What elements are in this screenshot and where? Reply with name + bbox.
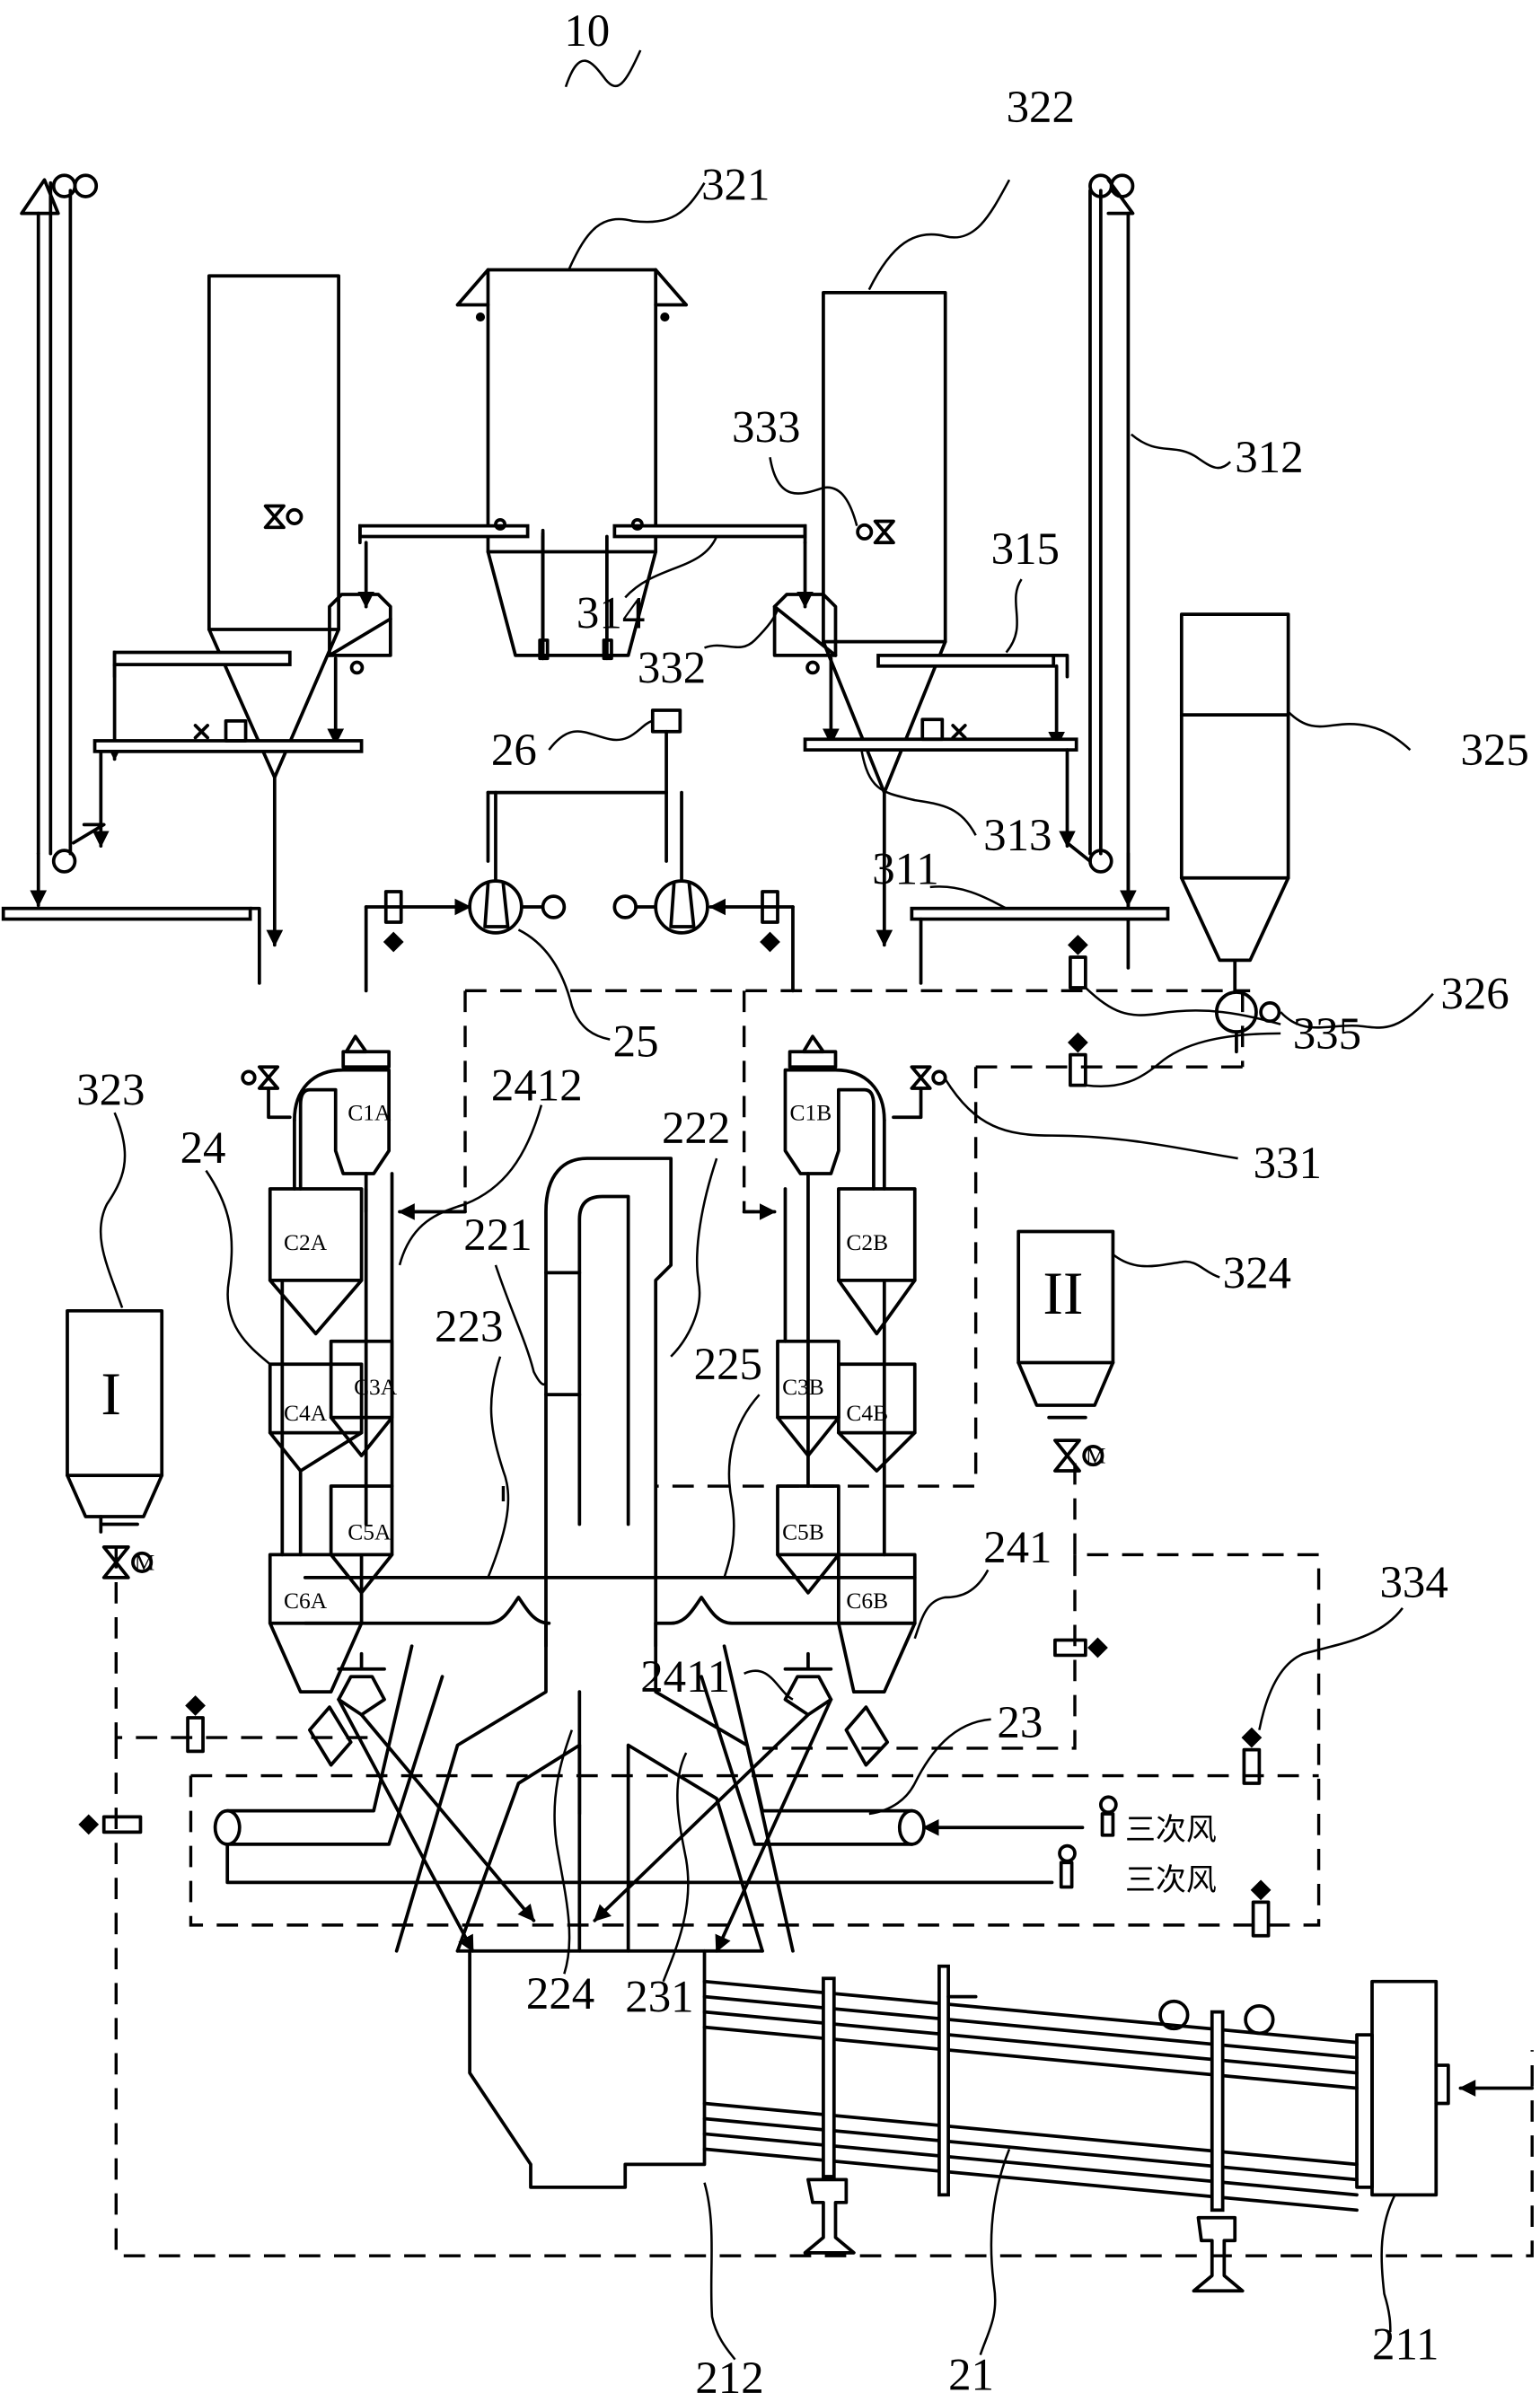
system-label: 10: [564, 6, 642, 88]
svg-text:三次风: 三次风: [1125, 1862, 1217, 1898]
svg-text:26: 26: [491, 726, 537, 776]
left-collector-conveyor: [92, 719, 364, 848]
svg-text:C5A: C5A: [348, 1518, 392, 1544]
svg-text:C4B: C4B: [846, 1400, 888, 1426]
svg-text:C3A: C3A: [354, 1374, 398, 1400]
svg-text:331: 331: [1254, 1139, 1322, 1189]
svg-text:322: 322: [1007, 83, 1075, 133]
svg-text:21: 21: [948, 2351, 994, 2393]
left-separator: [327, 541, 392, 746]
svg-text:三次风: 三次风: [1125, 1812, 1217, 1848]
svg-text:231: 231: [625, 1973, 693, 2023]
svg-text:334: 334: [1379, 1558, 1448, 1608]
splitter-2411: 2411 241: [308, 1523, 1052, 1953]
conveyor-313: 313: [803, 717, 1078, 861]
svg-text:315: 315: [991, 524, 1060, 575]
svg-text:II: II: [1043, 1260, 1083, 1327]
svg-text:25: 25: [613, 1016, 659, 1067]
conveyor-311: 311: [872, 845, 1170, 985]
valve-335: 335: [1068, 935, 1361, 1087]
svg-text:225: 225: [694, 1340, 762, 1390]
svg-text:222: 222: [662, 1104, 730, 1154]
svg-text:C2B: C2B: [846, 1229, 888, 1255]
svg-text:314: 314: [576, 588, 645, 638]
svg-text:323: 323: [76, 1066, 145, 1116]
svg-text:335: 335: [1293, 1009, 1361, 1060]
svg-text:332: 332: [638, 643, 706, 693]
left-bucket-elevator: [20, 173, 106, 874]
valve-331: 331: [241, 1065, 1322, 1189]
svg-text:23: 23: [997, 1698, 1043, 1748]
svg-text:C3B: C3B: [782, 1374, 824, 1400]
svg-text:C5B: C5B: [782, 1518, 824, 1544]
silo-322: 322 333: [732, 83, 1075, 947]
svg-text:321: 321: [701, 160, 770, 210]
svg-text:221: 221: [463, 1210, 532, 1261]
svg-text:312: 312: [1235, 433, 1303, 483]
cyclone-labels-b: C1B C2B C3B C4B C5B C6B: [782, 1100, 888, 1614]
rotary-kiln-21: 21 211 212: [468, 1949, 1535, 2393]
svg-text:241: 241: [983, 1523, 1052, 1573]
svg-text:333: 333: [732, 402, 800, 453]
svg-text:2412: 2412: [491, 1061, 583, 1112]
svg-text:212: 212: [695, 2353, 763, 2393]
calciner: 221 222 223 225 224 231: [303, 1104, 917, 2023]
svg-text:2411: 2411: [640, 1652, 730, 1702]
conveyor-314: 314: [358, 517, 807, 661]
hopper-321: 321: [455, 160, 770, 661]
svg-text:M: M: [135, 1549, 155, 1575]
svg-text:C6A: C6A: [284, 1588, 328, 1614]
left-conveyor-311: [1, 851, 261, 985]
cyclone-labels-a: C1A C2A C3A C4A C5A C6A: [284, 1100, 398, 1614]
svg-text:325: 325: [1460, 726, 1528, 776]
id-fan-25: 25: [364, 790, 795, 1067]
svg-text:C2A: C2A: [284, 1229, 328, 1255]
svg-text:24: 24: [180, 1123, 226, 1174]
left-raw-meal-silo: [106, 274, 340, 947]
conveyor-315: 315: [876, 524, 1069, 749]
svg-text:C1B: C1B: [790, 1100, 832, 1126]
material-return-2412: 2412: [398, 1061, 777, 1266]
elevator-312: 312: [1065, 173, 1304, 970]
right-separator: 332: [638, 541, 840, 746]
tertiary-air-inlets: 三次风 三次风: [1058, 1795, 1272, 1938]
bin-II-324: II M 324: [1016, 1229, 1291, 1473]
bin-I-323: I M 323: [66, 1066, 164, 1579]
svg-text:324: 324: [1223, 1248, 1291, 1298]
exhaust-unit-26: 26: [486, 708, 682, 863]
svg-text:311: 311: [872, 845, 938, 895]
svg-text:224: 224: [526, 1969, 594, 2019]
svg-text:M: M: [1086, 1443, 1106, 1469]
svg-text:313: 313: [983, 811, 1052, 861]
valve-334: 334: [78, 1558, 1448, 1835]
preheater-tower-a: [268, 1034, 394, 1694]
svg-text:326: 326: [1440, 970, 1509, 1020]
preheater-label: 24: [180, 1123, 271, 1366]
svg-text:223: 223: [435, 1302, 503, 1352]
svg-text:I: I: [101, 1360, 121, 1428]
silo-325: 325 326: [1179, 612, 1529, 1054]
svg-text:211: 211: [1372, 2320, 1439, 2371]
preheater-tower-b: [776, 1034, 917, 1694]
svg-text:C4A: C4A: [284, 1400, 328, 1426]
svg-text:10: 10: [564, 6, 610, 57]
tertiary-air-duct: 23: [213, 1644, 1085, 1885]
valve-333-icon: [856, 519, 895, 545]
svg-text:C1A: C1A: [348, 1100, 392, 1126]
svg-text:C6B: C6B: [846, 1588, 888, 1614]
left-silo-valve-icon: [263, 504, 304, 530]
